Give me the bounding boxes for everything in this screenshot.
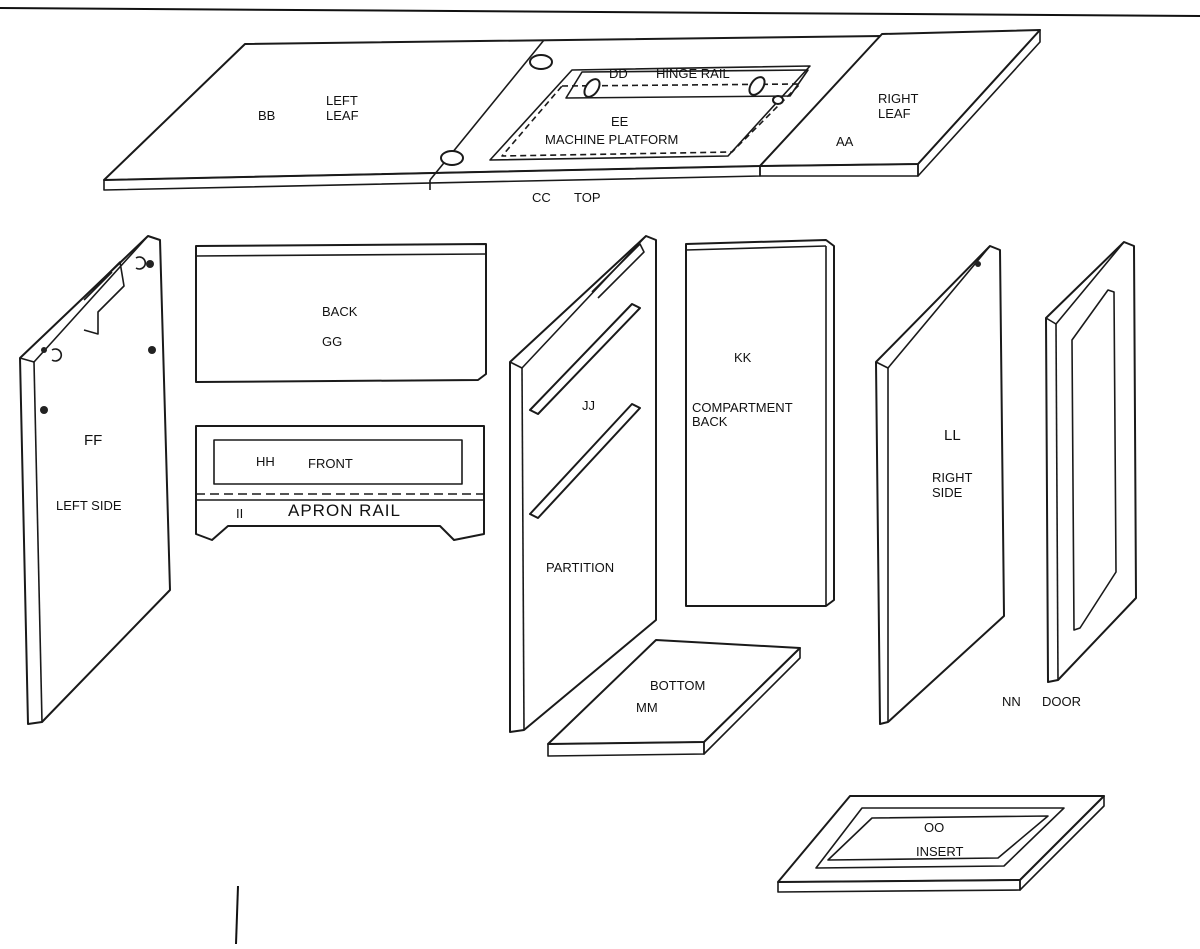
top-label: TOP [574,190,601,205]
door-panel-opening [1071,289,1117,631]
partition-code: JJ [582,398,595,413]
insert-label: INSERT [916,844,963,859]
compartment-back-label: COMPARTMENT [692,400,793,415]
left-side-label: LEFT SIDE [56,498,122,513]
front-code: HH [256,454,275,469]
machine-platform-outline [489,65,811,161]
door-label: DOOR [1042,694,1081,709]
screw-hole-icon [41,347,47,353]
front-assembly: HH FRONT II APRON RAIL [195,425,485,541]
partition-panel: JJ PARTITION [509,235,657,733]
right-side-code: LL [944,427,961,444]
insert-opening [815,807,1065,869]
compartment-back-label: BACK [692,414,728,429]
apron-rail-code: II [236,506,243,521]
partition-cleat [529,403,641,519]
right-leaf-code: AA [836,134,854,149]
hinge-icon [440,150,464,166]
right-side-label: RIGHT [932,470,973,485]
back-panel: BACK GG [195,243,487,383]
front-label: FRONT [308,456,353,471]
partition-cleat [529,303,641,415]
bottom-panel: BOTTOM MM [547,639,801,757]
door-code: NN [1002,694,1021,709]
left-leaf-panel [103,35,883,181]
left-leaf-label: LEFT [326,93,358,108]
left-leaf-code: BB [258,108,275,123]
left-side-panel: FF LEFT SIDE [19,235,171,725]
hinge-icon [529,54,553,70]
left-leaf-label: LEAF [326,108,359,123]
apron-rail-label: APRON RAIL [288,501,401,520]
bottom-label: BOTTOM [650,678,705,693]
machine-platform-code: EE [611,114,629,129]
screw-hole-icon [40,406,48,414]
right-side-label: SIDE [932,485,963,500]
hinge-rail-code: DD [609,66,628,81]
hinge-icon [772,95,784,105]
back-code: GG [322,334,342,349]
screw-hole-icon [148,346,156,354]
front-opening [213,439,463,485]
scan-artifact-line [235,885,239,945]
top-code: CC [532,190,551,205]
screw-hole-icon [975,261,981,267]
door-panel: NN DOOR [1002,241,1137,709]
insert-code: OO [924,820,944,835]
screw-hole-icon [146,260,154,268]
right-leaf-label: LEAF [878,106,911,121]
right-leaf-label: RIGHT [878,91,919,106]
back-label: BACK [322,304,358,319]
left-side-code: FF [84,432,102,449]
compartment-back-code: KK [734,350,752,365]
hinge-icon [583,78,601,98]
compartment-back-panel: KK COMPARTMENT BACK [685,239,835,607]
top-assembly: BB LEFT LEAF DD HINGE RAIL EE MACHINE PL… [103,29,1041,205]
top-border-line [0,7,1200,17]
right-leaf-edge [759,163,919,177]
hinge-rail-outline [565,69,809,99]
hinge-icon [748,76,766,96]
hinge-rail-label: HINGE RAIL [656,66,730,81]
partition-label: PARTITION [546,560,614,575]
insert-panel: OO INSERT [777,795,1105,893]
machine-platform-label: MACHINE PLATFORM [545,132,678,147]
right-side-panel: LL RIGHT SIDE [875,245,1005,725]
bottom-code: MM [636,700,658,715]
